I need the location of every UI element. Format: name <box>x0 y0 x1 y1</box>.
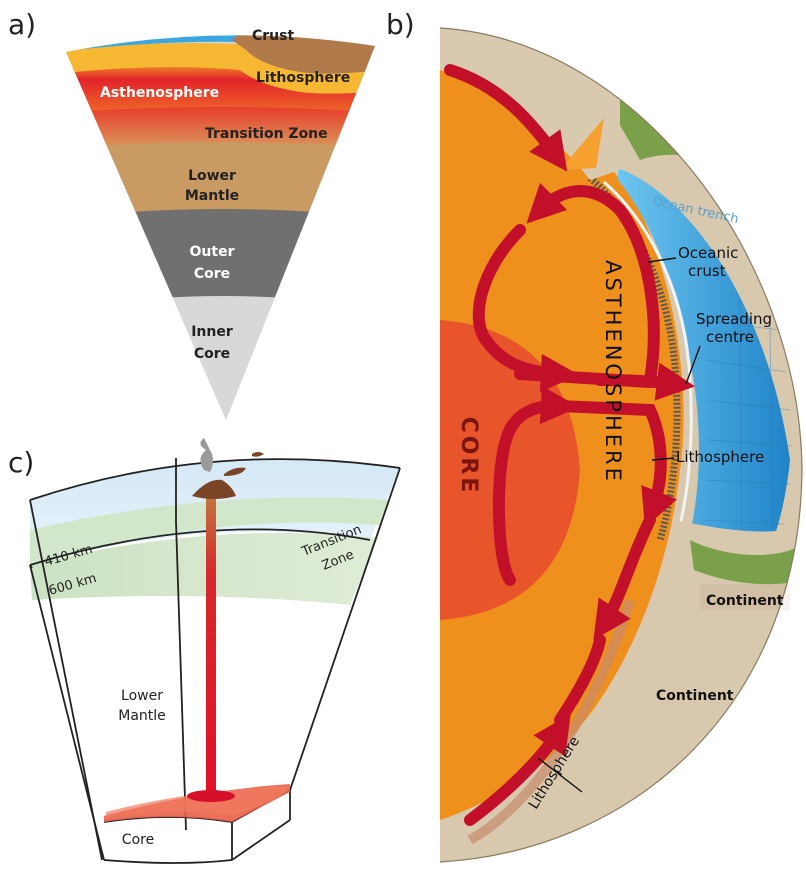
label-continent-1: Continent <box>706 593 784 609</box>
volcano-island <box>192 479 236 499</box>
label-asthenosphere-b: ASTHENOSPHERE <box>601 260 625 484</box>
leader-lithosphere-right <box>651 457 675 461</box>
label-lower-mantle-c-1: Lower <box>121 688 163 704</box>
label-inner-core-2: Core <box>194 346 230 362</box>
arrow-to-ridge <box>594 362 696 401</box>
panel-b-tag: b) <box>386 8 415 41</box>
label-crust: Crust <box>252 28 294 44</box>
mantle-plume <box>206 498 216 796</box>
label-continent-2: Continent <box>656 688 734 704</box>
label-oceanic-crust-1: Oceanic <box>678 244 738 262</box>
label-spreading-2: centre <box>706 328 754 346</box>
lower-land-strip <box>690 540 802 585</box>
inner-core-layer <box>66 295 375 420</box>
transition-zone-layer <box>66 105 375 150</box>
leader-oceanic-crust <box>647 257 677 263</box>
arrow-bottom-up <box>464 714 571 826</box>
panel-b: b) <box>386 8 803 863</box>
panel-a-tag: a) <box>8 8 36 41</box>
label-outer-core-1: Outer <box>190 244 235 260</box>
leader-lithosphere-bottom <box>537 757 583 793</box>
band-410 <box>30 497 390 565</box>
panel-c-tag: c) <box>8 446 34 479</box>
label-lithosphere: Lithosphere <box>256 70 350 86</box>
convection-arrows <box>444 64 696 826</box>
leader-spreading <box>685 345 701 385</box>
plume-base <box>187 790 235 802</box>
label-core-b: CORE <box>456 417 481 496</box>
ocean-plate <box>618 168 790 650</box>
crust-layer <box>232 35 375 74</box>
arrow-right-down <box>554 400 677 528</box>
subduction-melt <box>560 118 604 170</box>
label-asthenosphere: Asthenosphere <box>100 85 219 101</box>
label-inner-core-1: Inner <box>191 324 233 340</box>
island-small-1 <box>224 467 246 476</box>
earth-layers-wedge <box>66 35 375 420</box>
panel-a: a) Crust Lithosphere Asthenosphere Trans… <box>8 8 375 420</box>
arrow-upper-loop <box>526 182 660 386</box>
block-frame <box>29 458 401 864</box>
label-spreading-1: Spreading <box>696 310 772 328</box>
volcano-smoke-icon <box>200 438 213 472</box>
arrow-down-continent <box>593 514 656 640</box>
label-outer-core-2: Core <box>194 266 230 282</box>
label-transition-zone: Transition Zone <box>205 126 328 142</box>
island-small-2 <box>252 452 264 457</box>
label-lithosphere-right: Lithosphere <box>676 448 764 466</box>
lithosphere-layer <box>66 43 375 94</box>
label-lower-mantle-c-2: Mantle <box>118 708 166 724</box>
label-core-c: Core <box>122 832 154 848</box>
band-600 <box>30 532 378 605</box>
arrow-top-left <box>444 64 568 172</box>
panel-c: c) <box>8 438 401 864</box>
label-lower-mantle-1: Lower <box>188 168 236 184</box>
label-lower-mantle-2: Mantle <box>185 188 239 204</box>
arrow-lower-loop <box>492 385 580 586</box>
label-oceanic-crust-2: crust <box>688 262 726 280</box>
